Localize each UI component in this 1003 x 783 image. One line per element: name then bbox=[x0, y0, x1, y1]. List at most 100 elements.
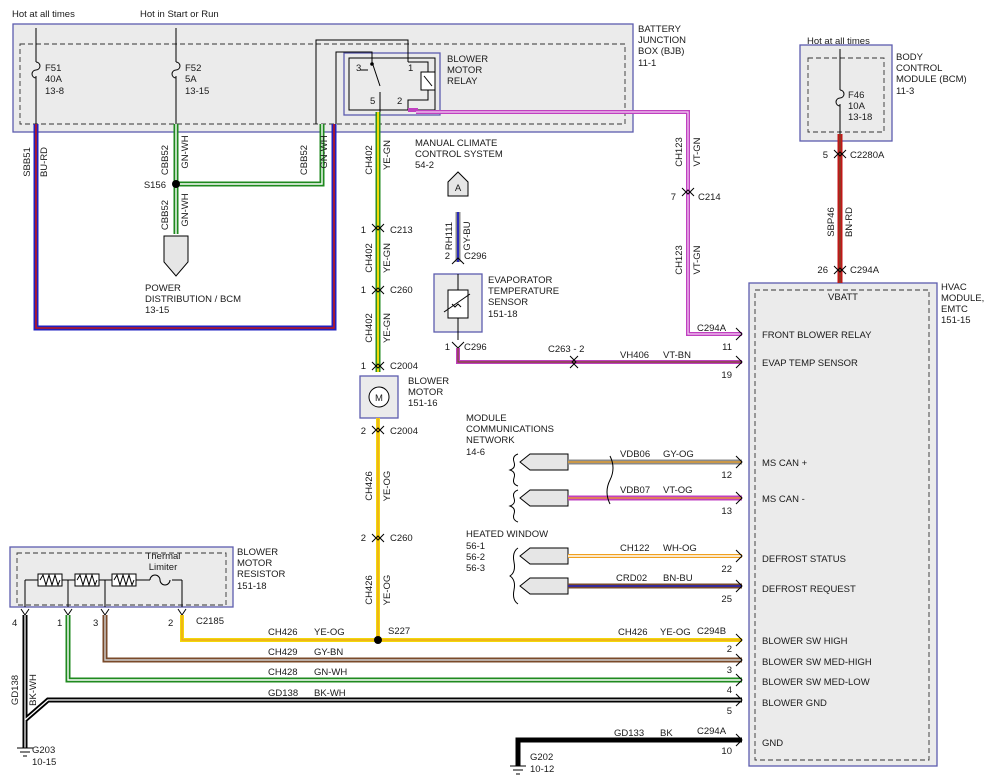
blower-motor-label-3: 151-16 bbox=[408, 398, 438, 409]
ground-g202-ref: 10-12 bbox=[530, 764, 554, 775]
pin-c260-a: 1 bbox=[361, 285, 366, 296]
hvac-pin-front-blower-relay: FRONT BLOWER RELAY bbox=[762, 330, 872, 341]
evap-label-4: 151-18 bbox=[488, 309, 518, 320]
thermal-label-2: Limiter bbox=[149, 562, 178, 573]
wire-ch402-circuit-a: CH402 bbox=[364, 145, 375, 175]
relay-pin-2: 2 bbox=[397, 96, 402, 107]
pin-c2004-a: 1 bbox=[361, 361, 366, 372]
wire-ch428-color: GN-WH bbox=[314, 667, 347, 678]
pin-c260-b: 2 bbox=[361, 533, 366, 544]
wire-sbp46-color: BN-RD bbox=[844, 207, 855, 237]
splice-s156-label: S156 bbox=[144, 180, 166, 191]
fuse-f46: F46 10A 13-18 bbox=[835, 49, 872, 134]
wire-ch123: 7 C214 CH123 VT-GN CH123 VT-GN C294A bbox=[408, 108, 742, 336]
wire-gd138-color-v: BK-WH bbox=[28, 674, 39, 706]
fuse-f46-ref: 13-18 bbox=[848, 112, 872, 123]
thermal-label-1: Thermal bbox=[146, 551, 181, 562]
connector-c263: C263 - 2 bbox=[548, 344, 584, 355]
hvac-pin-defrost-request-num: 25 bbox=[721, 594, 732, 605]
wire-vdb07-circuit: VDB07 bbox=[620, 485, 650, 496]
wire-gd133: G202 10-12 GD133 BK C294A bbox=[510, 726, 742, 775]
hot-at-all-times-bcm-label: Hot at all times bbox=[807, 36, 870, 47]
connector-c296-b: C296 bbox=[464, 342, 487, 353]
manual-climate-label-3: 54-2 bbox=[415, 160, 434, 171]
blower-motor-symbol: M bbox=[375, 393, 383, 404]
heated-window-label-1: HEATED WINDOW bbox=[466, 529, 548, 540]
hvac-pin-blower-sw-med-low-num: 4 bbox=[727, 685, 732, 696]
wire-cbb52: S156 CBB52 GN-WH CBB52 GN-WH CBB52 GN-WH… bbox=[144, 124, 330, 316]
heated-window-label-2: 56-1 bbox=[466, 541, 485, 552]
hvac-pin-blower-sw-med-low: BLOWER SW MED-LOW bbox=[762, 677, 870, 688]
connector-c2004-b: C2004 bbox=[390, 426, 418, 437]
wire-ch426-color-c: YE-OG bbox=[314, 627, 345, 638]
hvac-pin-evap-temp-sensor-num: 19 bbox=[721, 370, 732, 381]
hvac-pin-ms-can-plus-num: 12 bbox=[721, 470, 732, 481]
hvac-pin-ms-can-minus-num: 13 bbox=[721, 506, 732, 517]
wire-ch402-circuit-b: CH402 bbox=[364, 243, 375, 273]
wire-sbb51-color: BU-RD bbox=[39, 147, 50, 177]
heated-window-label-4: 56-3 bbox=[466, 563, 485, 574]
hvac-pin-blower-gnd-num: 5 bbox=[727, 706, 732, 717]
hvac-module: HVAC MODULE, EMTC 151-15 VBATT bbox=[748, 282, 984, 767]
wire-vh406-color: VT-BN bbox=[663, 350, 691, 361]
wire-gd138: GD138 BK-WH GD138 BK-WH G203 10-15 bbox=[10, 615, 742, 768]
connector-c294b: C294B bbox=[697, 626, 726, 637]
defrost-request-connector bbox=[519, 577, 569, 595]
wire-cbb52-color-a: GN-WH bbox=[180, 135, 191, 168]
defrost-status-connector bbox=[519, 547, 569, 565]
wire-cbb52-circuit-b: CBB52 bbox=[160, 200, 171, 230]
mcn-label-1: MODULE bbox=[466, 413, 507, 424]
mcn-label-3: NETWORK bbox=[466, 435, 515, 446]
thermal-limiter-symbol bbox=[149, 574, 171, 586]
manual-climate-connector-label: A bbox=[455, 183, 462, 194]
relay-label-1: BLOWER bbox=[447, 54, 488, 65]
resistor-pin-1: 1 bbox=[57, 618, 62, 629]
resistor-label-1: BLOWER bbox=[237, 547, 278, 558]
pin-c296-b: 1 bbox=[445, 342, 450, 353]
mcn-label-4: 14-6 bbox=[466, 447, 485, 458]
evap-label-1: EVAPORATOR bbox=[488, 275, 553, 286]
manual-climate-label-2: CONTROL SYSTEM bbox=[415, 149, 503, 160]
hvac-label-2: MODULE, bbox=[941, 293, 984, 304]
ms-can-minus-connector bbox=[519, 489, 569, 507]
fuse-f46-name: F46 bbox=[848, 90, 864, 101]
hvac-label-1: HVAC bbox=[941, 282, 967, 293]
fuse-f51-ref: 13-8 bbox=[45, 86, 64, 97]
hvac-pin-blower-sw-high-num: 2 bbox=[727, 644, 732, 655]
wire-ch429-circuit: CH429 bbox=[268, 647, 298, 658]
ms-can-plus-connector bbox=[519, 453, 569, 471]
connector-c2185: C2185 bbox=[196, 616, 224, 627]
manual-climate-control: MANUAL CLIMATE CONTROL SYSTEM 54-2 A bbox=[415, 138, 503, 197]
wire-ch426-circuit-d: CH426 bbox=[618, 627, 648, 638]
hvac-label-3: EMTC bbox=[941, 304, 968, 315]
blower-motor: M BLOWER MOTOR 151-16 bbox=[359, 375, 449, 419]
wire-sbp46-circuit: SBP46 bbox=[826, 207, 837, 237]
connector-c296-a: C296 bbox=[464, 251, 487, 262]
connector-c213: C213 bbox=[390, 225, 413, 236]
pin-c294a-top: 26 bbox=[817, 265, 828, 276]
wire-ch123-circuit-b: CH123 bbox=[674, 245, 685, 275]
bcm-label-1: BODY bbox=[896, 52, 924, 63]
module-communications-network: MODULE COMMUNICATIONS NETWORK 14-6 bbox=[466, 413, 569, 523]
wire-crd02-color: BN-BU bbox=[663, 573, 693, 584]
blower-motor-label-1: BLOWER bbox=[408, 376, 449, 387]
fuse-f52-ref: 13-15 bbox=[185, 86, 209, 97]
wire-ch402: CH402 YE-GN CH402 YE-GN CH402 YE-GN 1 C2… bbox=[361, 112, 418, 372]
pin-c2280a: 5 bbox=[823, 150, 828, 161]
fuse-f52-rating: 5A bbox=[185, 74, 197, 85]
relay-label-2: MOTOR bbox=[447, 65, 482, 76]
hvac-label-4: 151-15 bbox=[941, 315, 971, 326]
evaporator-temperature-sensor: EVAPORATOR TEMPERATURE SENSOR 151-18 1 C… bbox=[433, 273, 559, 353]
wire-sbb51: SBB51 BU-RD bbox=[22, 124, 337, 331]
pin-c2004-b: 2 bbox=[361, 426, 366, 437]
wire-ch429: CH429 GY-BN bbox=[102, 615, 742, 663]
connector-c214: C214 bbox=[698, 192, 721, 203]
wire-ch426-horizontal: S227 C2185 CH426 YE-OG CH426 YE-OG C294B bbox=[180, 615, 742, 644]
hvac-pin-blower-gnd: BLOWER GND bbox=[762, 698, 827, 709]
bcm-label-4: 11-3 bbox=[896, 86, 914, 97]
wire-ch426-circuit-c: CH426 bbox=[268, 627, 298, 638]
wire-ch402-circuit-c: CH402 bbox=[364, 313, 375, 343]
power-dist-label-2: DISTRIBUTION / BCM bbox=[145, 294, 241, 305]
relay-pin-1: 1 bbox=[408, 63, 413, 74]
hvac-pin-gnd: GND bbox=[762, 738, 783, 749]
